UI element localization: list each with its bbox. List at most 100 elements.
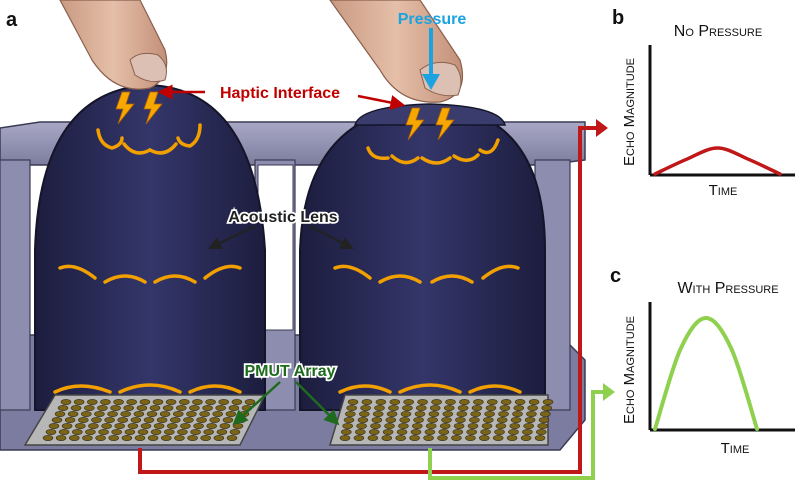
pmut-element [370, 423, 381, 429]
pmut-element [361, 399, 373, 405]
pmut-element [179, 399, 190, 405]
pmut-element [459, 399, 470, 405]
pmut-element [371, 417, 383, 423]
pmut-element [494, 429, 505, 435]
pmut-element [414, 411, 426, 417]
pmut-element [192, 399, 203, 405]
pmut-elements-right [339, 399, 554, 441]
pmut-element [443, 405, 455, 411]
pmut-element [339, 435, 351, 441]
pmut-element [400, 411, 412, 417]
signal-wire-with-pressure [428, 390, 607, 480]
chart-b-x-label: Time [709, 182, 738, 199]
pmut-element [121, 435, 133, 441]
pmut-element [120, 411, 131, 417]
pmut-element [173, 411, 184, 417]
chart-b-y-label: Echo Magnitude [621, 58, 638, 166]
pmut-element [481, 423, 493, 429]
pmut-element [51, 417, 63, 423]
pmut-element [354, 429, 366, 435]
pmut-element [508, 429, 519, 435]
pmut-element [114, 423, 125, 429]
pmut-element [244, 399, 256, 405]
pmut-element [455, 417, 466, 423]
pmut-element [535, 429, 547, 435]
pmut-element [215, 405, 226, 411]
pmut-element [496, 417, 508, 423]
pmut-element [527, 405, 539, 411]
pmut-element [58, 429, 70, 435]
pmut-element [104, 417, 115, 423]
pmut-element [424, 429, 436, 435]
pmut-element [67, 411, 79, 417]
pmut-element [203, 429, 214, 435]
pmut-element [190, 429, 201, 435]
pmut-element [396, 429, 408, 435]
pmut-element [186, 411, 197, 417]
pmut-element [538, 417, 550, 423]
pmut-element [382, 429, 394, 435]
chart-c-y-label: Echo Magnitude [621, 316, 638, 424]
pmut-element [199, 411, 210, 417]
pmut-element [439, 423, 451, 429]
pmut-element [94, 411, 105, 417]
pmut-element [367, 435, 379, 441]
pmut-element [409, 435, 420, 441]
pmut-element [147, 435, 159, 441]
pmut-element [136, 405, 148, 411]
pmut-element [428, 411, 440, 417]
pmut-element [482, 417, 494, 423]
pmut-element [209, 417, 220, 423]
pmut-element [368, 429, 380, 435]
pmut-element [88, 423, 99, 429]
pmut-element [45, 429, 57, 435]
pmut-element [159, 411, 171, 417]
pmut-element [110, 405, 121, 411]
pmut-element [200, 435, 211, 441]
pmut-element [509, 423, 521, 429]
pmut-element [229, 429, 241, 435]
pmut-element [57, 405, 69, 411]
pmut-element [470, 411, 482, 417]
pmut-element [469, 417, 480, 423]
pmut-element [528, 399, 540, 405]
pmut-element [384, 423, 395, 429]
pmut-element [342, 423, 354, 429]
pmut-element [398, 423, 409, 429]
pmut-element [189, 405, 200, 411]
pmut-arrow-left [232, 381, 281, 426]
pmut-element [381, 435, 393, 441]
pmut-element [55, 435, 67, 441]
signal-wire-no-pressure [138, 126, 600, 474]
lens-arrow-right [309, 225, 354, 250]
pmut-element [193, 423, 204, 429]
pmut-element [524, 417, 536, 423]
pmut-element [512, 411, 523, 417]
pmut-element [113, 399, 124, 405]
pmut-element [471, 405, 483, 411]
pmut-element [225, 411, 237, 417]
pmut-element [495, 423, 507, 429]
pmut-element [137, 429, 149, 435]
pmut-element [399, 417, 411, 423]
pmut-element [82, 435, 93, 441]
pmut-element [81, 411, 92, 417]
pmut-element [534, 435, 546, 441]
pmut-element [124, 429, 136, 435]
pmut-element [541, 405, 553, 411]
haptic-interface-label: Haptic Interface [220, 85, 340, 102]
pmut-element [101, 423, 112, 429]
pmut-element [165, 399, 177, 405]
pmut-element [375, 399, 387, 405]
pmut-element [177, 429, 188, 435]
pmut-element [107, 411, 118, 417]
pmut-elements-left [42, 399, 256, 441]
pmut-element [395, 435, 407, 441]
pmut-element [467, 423, 479, 429]
pmut-element [429, 405, 441, 411]
pmut-element [431, 399, 442, 405]
pmut-element [346, 405, 358, 411]
pmut-element [167, 423, 178, 429]
